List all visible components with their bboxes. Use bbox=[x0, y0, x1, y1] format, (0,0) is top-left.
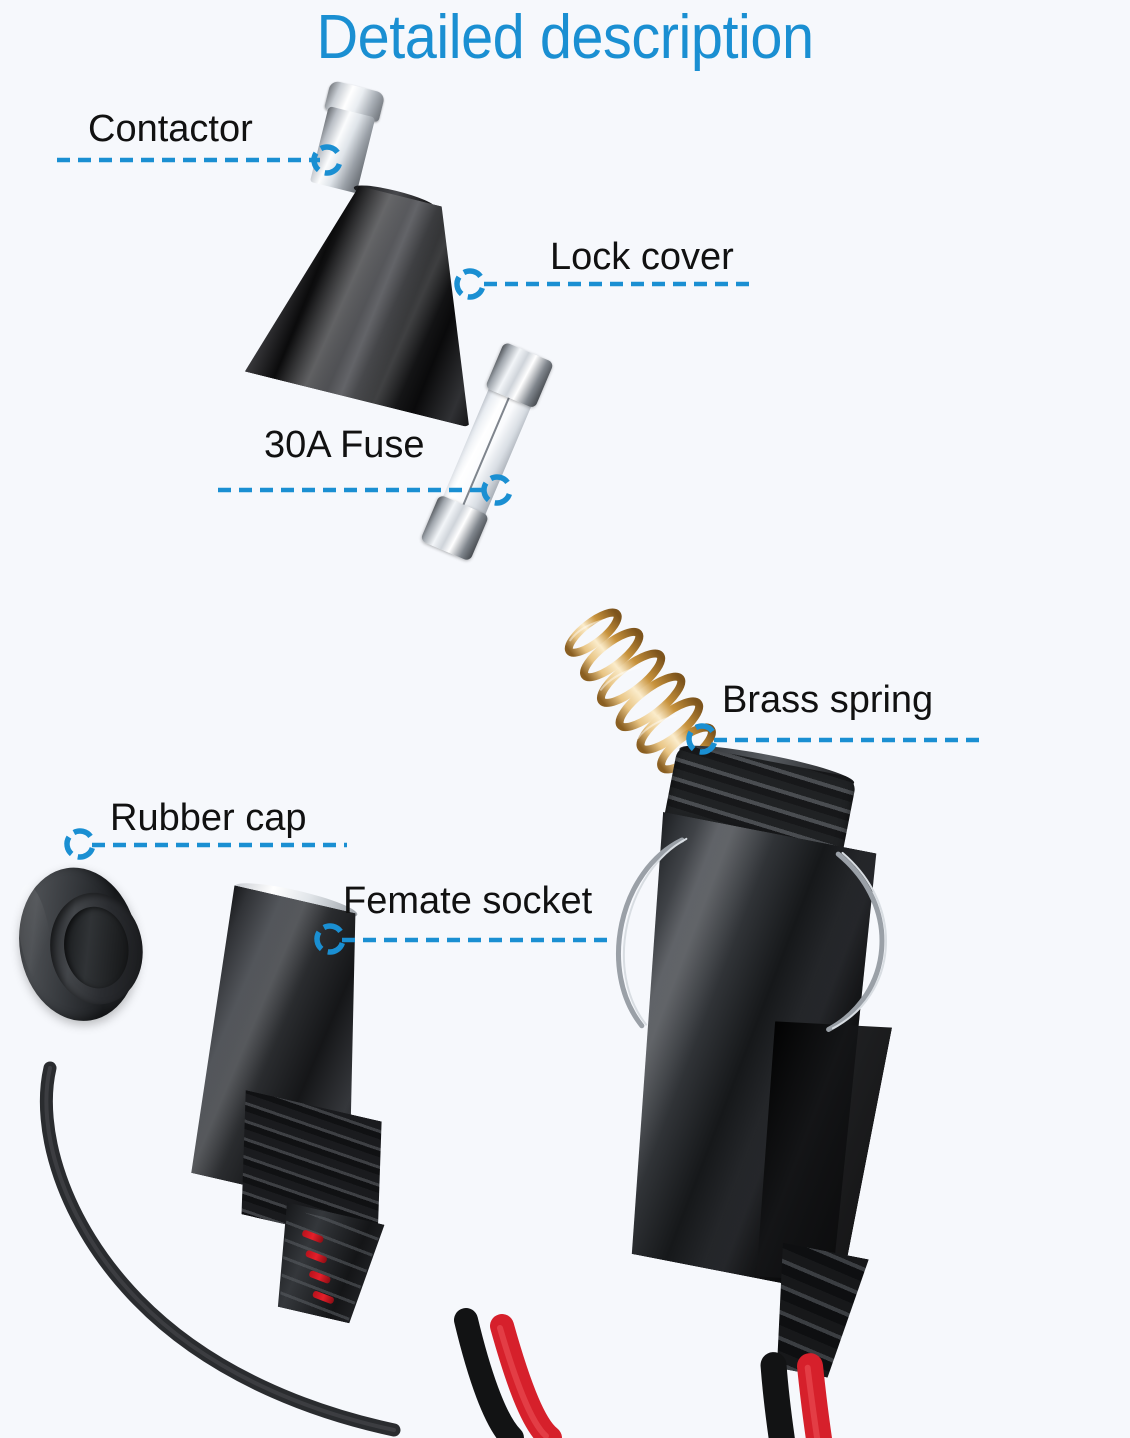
callout-label-lock-cover: Lock cover bbox=[550, 236, 734, 278]
callout-label-female-socket: Femate socket bbox=[343, 880, 593, 922]
callout-label-brass-spring: Brass spring bbox=[722, 679, 934, 721]
brass-spring-coils bbox=[564, 608, 716, 774]
female-socket bbox=[127, 875, 552, 1397]
callout-label-contactor: Contactor bbox=[88, 108, 253, 150]
contactor-pin-shaft bbox=[309, 106, 376, 194]
rubber-cap bbox=[0, 841, 184, 1092]
callout-label-rubber-cap: Rubber cap bbox=[110, 797, 307, 839]
callout-label-fuse: 30A Fuse bbox=[264, 424, 425, 466]
page-title: Detailed description bbox=[316, 3, 814, 72]
brass-spring bbox=[528, 562, 756, 810]
male-plug bbox=[533, 738, 1071, 1438]
